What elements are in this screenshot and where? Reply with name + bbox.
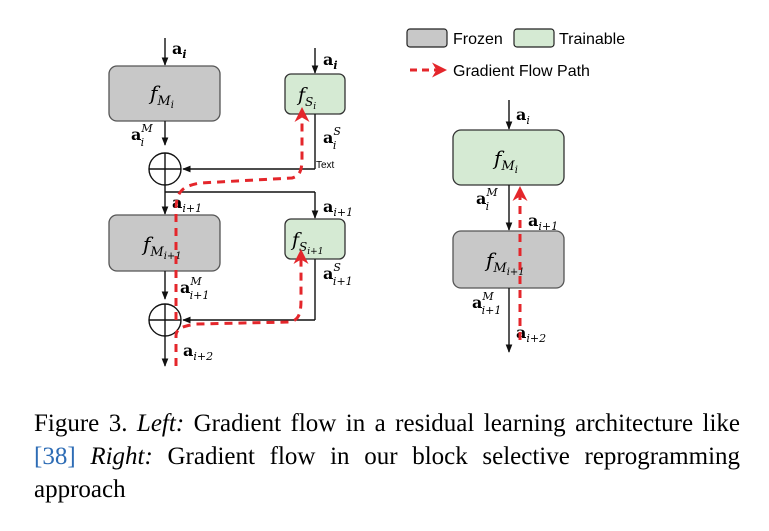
- left-sum-node-2: [148, 303, 182, 337]
- left-side-mid-label: ai+1: [323, 197, 353, 219]
- caption-left-text: Gradient flow in a residual learning arc…: [193, 410, 741, 437]
- left-text-marker: Text: [316, 160, 335, 171]
- right-grad-label: ai+1: [528, 211, 558, 233]
- left-sum-node-1: [148, 152, 182, 186]
- right-block-fm-i: [452, 129, 565, 186]
- legend-trainable-label: Trainable: [559, 31, 625, 48]
- left-input-label: ai: [172, 39, 187, 61]
- left-side-input-label: ai: [323, 50, 338, 72]
- caption-citation-link[interactable]: [38]: [34, 443, 76, 470]
- legend-frozen-swatch: [406, 28, 448, 48]
- left-gradient-path-upper: [174, 107, 310, 320]
- figure-diagram: Frozen Trainable Gradient Flow Path ai f…: [108, 28, 625, 367]
- caption-left-label: Left:: [136, 410, 185, 437]
- right-input-label: ai: [516, 105, 530, 127]
- left-block-fm-i1: [108, 214, 221, 272]
- left-gradient-path: [174, 249, 309, 366]
- right-diagram: ai fMi aMi ai+1 fMi+1 aMi+1 ai+2: [452, 100, 565, 353]
- legend: Frozen Trainable Gradient Flow Path: [406, 28, 625, 80]
- figure-caption: Figure 3. Left: Gradient flow in a resid…: [34, 407, 740, 506]
- caption-prefix: Figure 3.: [34, 410, 128, 437]
- right-block-fm-i1: [452, 230, 565, 289]
- caption-right-label: Right:: [90, 443, 153, 470]
- legend-gradient-label: Gradient Flow Path: [453, 63, 590, 80]
- legend-trainable-swatch: [513, 28, 555, 48]
- legend-frozen-label: Frozen: [453, 31, 503, 48]
- left-output-label: ai+2: [183, 341, 213, 363]
- caption-right-text: Gradient flow in our block selective rep…: [34, 443, 741, 503]
